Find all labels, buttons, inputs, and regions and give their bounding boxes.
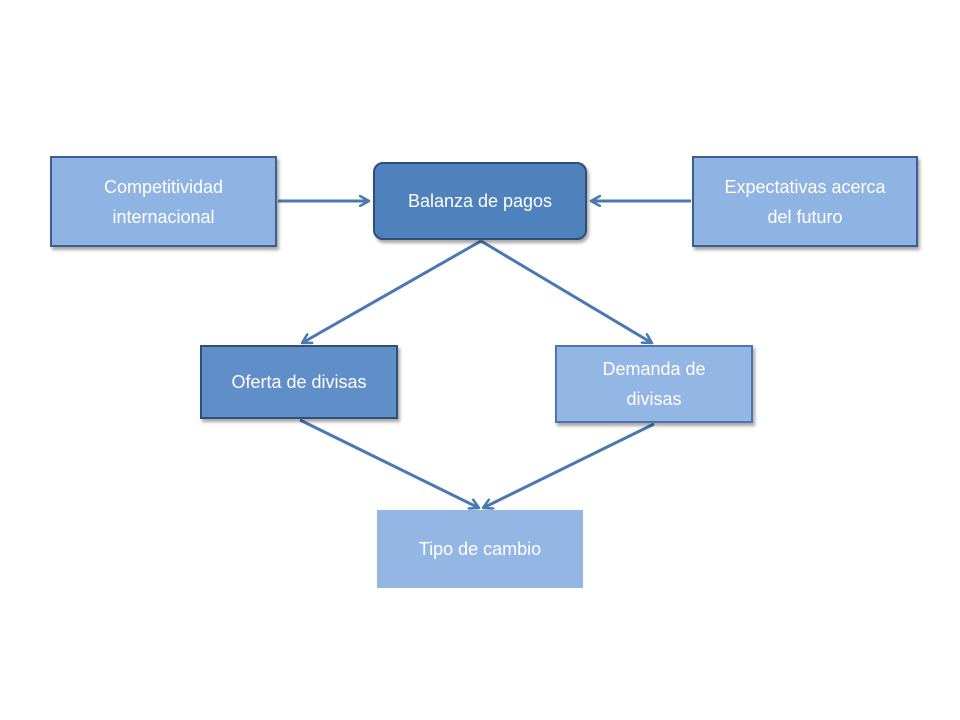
node-balanza-de-pagos: Balanza de pagos [373,162,587,240]
node-demanda-label: Demanda de divisas [602,359,706,409]
node-competitividad-internacional: Competitividad internacional [50,156,277,247]
node-tipo-label: Tipo de cambio [418,539,542,559]
node-expectativas-label: Expectativas acerca del futuro [724,176,886,227]
node-balanza-label: Balanza de pagos [407,191,553,211]
node-competitividad-label: Competitividad internacional [103,176,224,227]
node-demanda-de-divisas: Demanda de divisas [555,345,753,423]
arrow-balanza-to-demanda [480,239,652,345]
arrow-demanda-to-tipo [483,422,655,508]
node-expectativas-del-futuro: Expectativas acerca del futuro [692,156,918,247]
node-oferta-label: Oferta de divisas [231,372,367,392]
node-oferta-de-divisas: Oferta de divisas [200,345,398,419]
arrow-balanza-to-oferta [302,239,482,345]
node-tipo-de-cambio: Tipo de cambio [377,510,583,588]
arrow-oferta-to-tipo [299,418,479,508]
